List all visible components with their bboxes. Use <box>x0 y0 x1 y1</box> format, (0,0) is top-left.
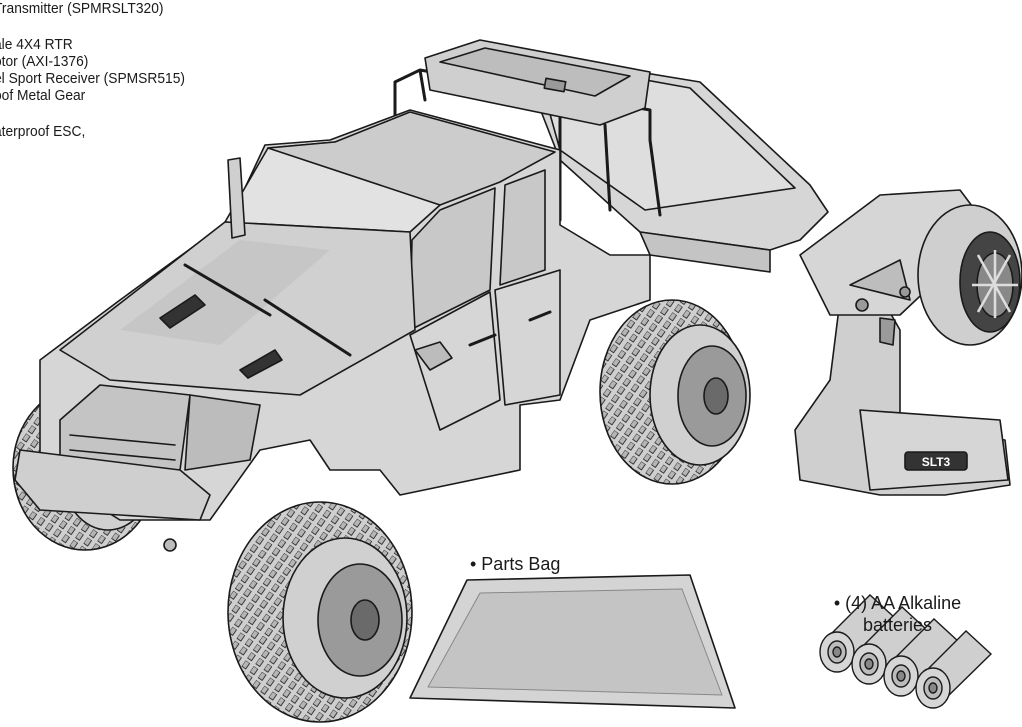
headlight <box>184 394 261 471</box>
side-window-front <box>409 187 496 331</box>
contents-item-vehicle: ale 4X4 RTR <box>0 36 73 53</box>
hood-badge-2 <box>239 349 283 379</box>
transmitter-base <box>859 409 1009 491</box>
aa-batteries <box>819 594 993 709</box>
contents-item-transmitter: Transmitter (SPMRSLT320) <box>0 0 164 17</box>
contents-item-esc: aterproof ESC, <box>0 123 86 140</box>
transmitter-logo <box>904 451 968 471</box>
batteries-label-line1: • (4) AA Alkaline <box>833 593 962 613</box>
front-bumper <box>14 449 211 521</box>
steering-wheel <box>917 204 1022 346</box>
wipers <box>183 263 352 357</box>
contents-item-receiver: el Sport Receiver (SPMSR515) <box>0 70 185 87</box>
contents-item-motor: otor (AXI-1376) <box>0 53 89 70</box>
rear-right-tire <box>599 299 751 485</box>
parts-bag <box>409 574 736 709</box>
transmitter: SLT3 <box>794 189 1022 496</box>
snorkel <box>227 157 246 239</box>
batteries-label-line2: batteries <box>862 615 933 635</box>
contents-list: Transmitter (SPMRSLT320) ale 4X4 RTR oto… <box>0 0 270 140</box>
contents-item-servo: oof Metal Gear <box>0 87 86 104</box>
transmitter-badge-text: SLT3 <box>922 455 951 469</box>
front-right-tire <box>227 501 413 723</box>
roof <box>267 111 556 206</box>
rc-truck <box>12 39 829 552</box>
parts-bag-label: • Parts Bag <box>470 554 561 574</box>
side-mirror <box>414 341 453 371</box>
hood-badge-1 <box>159 294 206 329</box>
batteries-label: • (4) AA Alkaline batteries <box>810 592 985 636</box>
side-window-rear <box>499 169 546 286</box>
throttle-trigger <box>879 317 896 346</box>
